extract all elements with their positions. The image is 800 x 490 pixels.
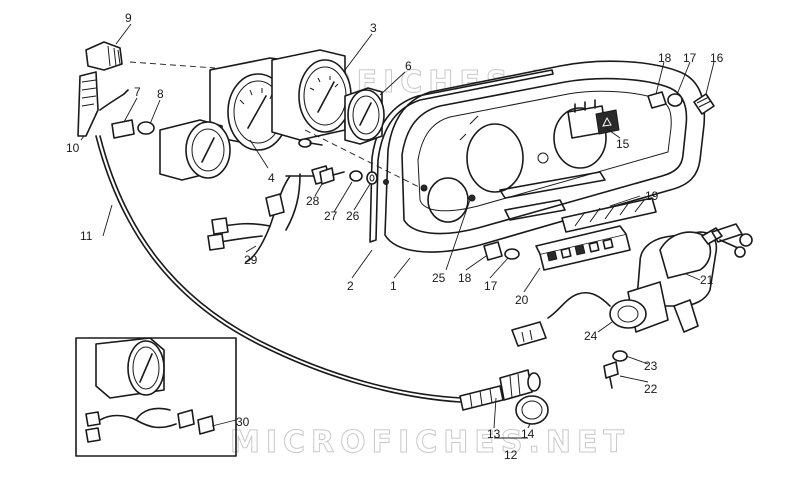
callout-10: 10	[66, 141, 80, 155]
callout-8: 8	[157, 87, 164, 101]
callout-30: 30	[236, 415, 250, 429]
callout-1: 1	[390, 279, 397, 293]
callout-21: 21	[700, 273, 714, 287]
callout-18-lower: 18	[458, 271, 472, 285]
callout-26: 26	[346, 209, 360, 223]
dashboard-housing	[369, 60, 706, 253]
leader-lines	[80, 23, 715, 439]
callout-18-top: 18	[658, 51, 672, 65]
callout-28: 28	[306, 194, 320, 208]
hazard-switch	[567, 99, 620, 139]
warning-light-lens	[561, 197, 657, 233]
callout-13: 13	[487, 427, 501, 441]
callout-17-top: 17	[683, 51, 697, 65]
callout-24: 24	[584, 329, 598, 343]
callout-27: 27	[324, 209, 338, 223]
speedometer-cable	[95, 135, 504, 411]
callout-23: 23	[644, 359, 658, 373]
callout-19: 19	[645, 189, 659, 203]
callout-6: 6	[405, 59, 412, 73]
cable-nut-and-ring	[499, 369, 549, 425]
callout-11: 11	[80, 229, 93, 243]
speedometer-gauge	[271, 49, 352, 148]
callout-14: 14	[521, 427, 535, 441]
sender-28	[319, 167, 345, 185]
callout-17-lower: 17	[484, 279, 498, 293]
warning-lights-board	[535, 225, 631, 271]
inset-kit-box	[75, 337, 237, 457]
callout-22: 22	[644, 382, 658, 396]
callout-labels: 9 3 6 7 8 10 4 11 28 27 26 29 2 1 25 18 …	[66, 11, 724, 462]
callout-12: 12	[504, 448, 518, 462]
ignition-switch	[511, 223, 753, 389]
voltmeter-gauge	[344, 87, 385, 145]
cable-head	[77, 41, 123, 137]
callout-4: 4	[268, 171, 275, 185]
callout-7: 7	[134, 85, 141, 99]
callout-9: 9	[125, 11, 132, 25]
nut-and-washer	[349, 170, 378, 185]
fuel-gauge	[159, 119, 231, 181]
callout-25: 25	[432, 271, 446, 285]
bulb-holder-top	[647, 91, 715, 115]
callout-29: 29	[244, 253, 258, 267]
callout-15: 15	[616, 137, 630, 151]
callout-20: 20	[515, 293, 529, 307]
wiring-harness	[207, 165, 331, 263]
callout-16: 16	[710, 51, 724, 65]
bulb-holder-lower	[483, 241, 520, 261]
callout-2: 2	[347, 279, 354, 293]
watermark-bottom: MICROFICHES.NET	[230, 425, 630, 460]
callout-3: 3	[370, 21, 377, 35]
lamp-and-socket	[99, 89, 155, 139]
